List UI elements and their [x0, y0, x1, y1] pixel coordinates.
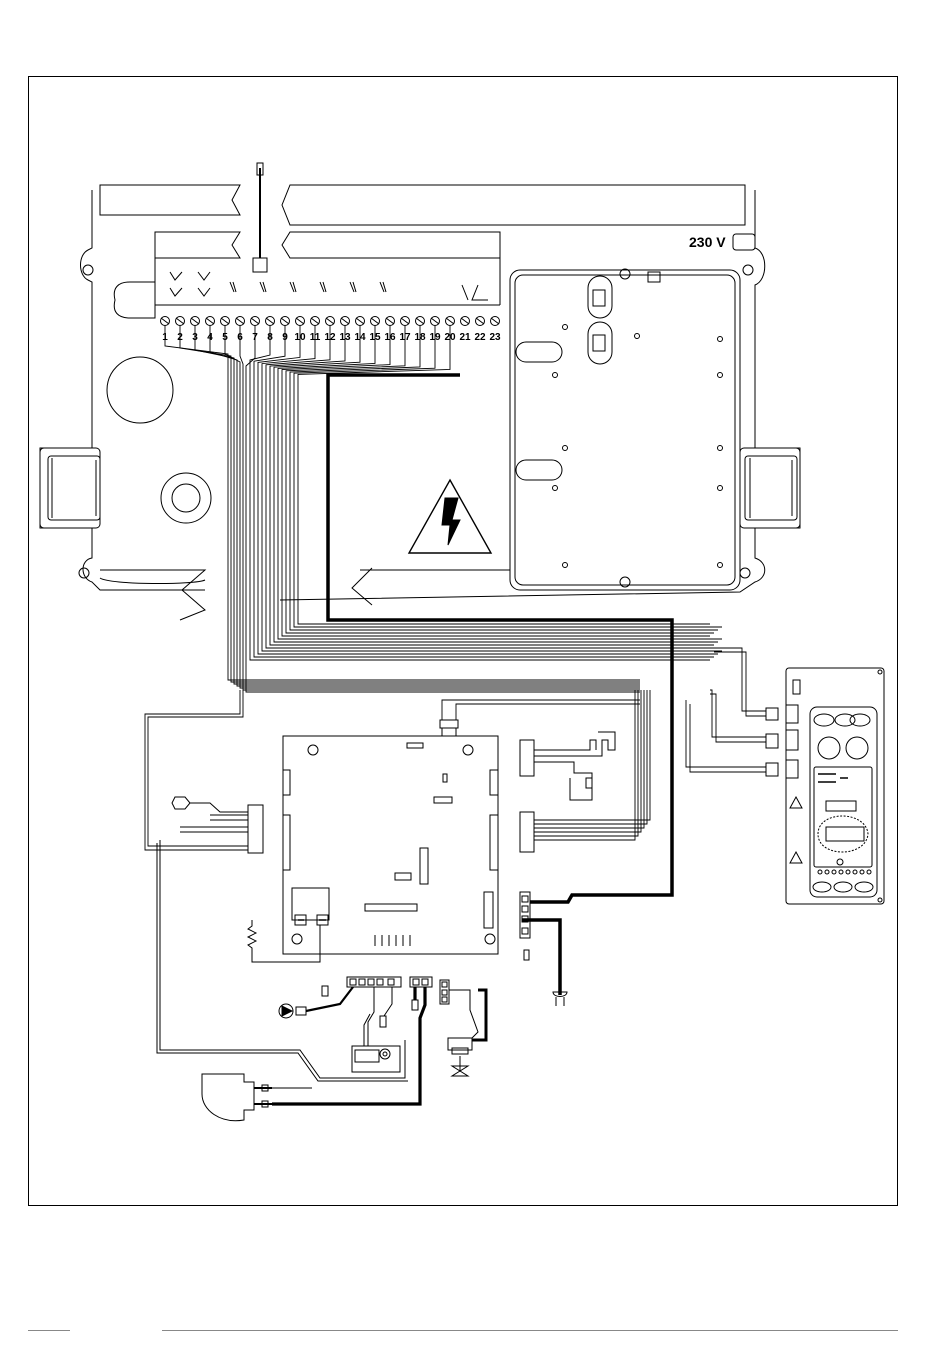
pcb-right-upper-connector — [520, 740, 534, 776]
terminal-jumper — [290, 282, 296, 292]
harness-wire — [690, 704, 766, 772]
pcb-mains-connector — [520, 892, 530, 938]
mains-cover-plate — [510, 269, 740, 590]
display-connectors — [766, 708, 778, 776]
harness-wire — [225, 326, 640, 688]
terminal-jumper — [320, 282, 326, 292]
pump-icon — [279, 986, 353, 1018]
voltage-label: 230 V — [689, 234, 726, 250]
panel-warning-icon — [790, 797, 802, 863]
harness-wire — [534, 690, 644, 828]
harness-wire — [710, 648, 766, 711]
harness-wire — [180, 326, 640, 682]
user-interface-panel — [786, 668, 884, 904]
temperature-sensor-icon — [172, 797, 248, 812]
diverter-valve-icon — [448, 990, 486, 1076]
harness-wire — [254, 326, 714, 657]
gas-valve-icon — [352, 987, 400, 1072]
terminal-jumper — [260, 282, 266, 292]
pcb-right-lower-connector — [520, 812, 534, 852]
terminal-screws — [161, 282, 500, 326]
control-box-housing — [40, 185, 800, 620]
harness-wire — [534, 690, 641, 832]
ignition-electrode-icon — [272, 987, 425, 1104]
ntc-resistor-icon — [248, 920, 320, 962]
harness-wire — [534, 690, 635, 840]
harness-wire — [710, 694, 766, 742]
terminal-label-21: 21 — [459, 332, 471, 343]
fan-motor-icon — [202, 1074, 272, 1121]
harness-wire — [250, 326, 710, 660]
harness-wire — [290, 326, 718, 630]
terminal-label-23: 23 — [489, 332, 501, 343]
terminal-block — [114, 258, 500, 318]
harness-wire — [534, 690, 638, 836]
terminal-jumper — [380, 282, 386, 292]
pcb-top-connector — [440, 720, 458, 736]
footer-rule — [28, 1330, 70, 1331]
pcb-bottom-connectors — [347, 977, 449, 1004]
mains-cable — [328, 375, 672, 902]
harness-wire — [534, 690, 647, 824]
harness-wire — [180, 815, 248, 832]
main-pcb — [283, 736, 498, 954]
pressure-switch-icon — [534, 732, 615, 800]
top-probe-wire — [253, 163, 267, 272]
harness-wire — [145, 690, 248, 850]
high-voltage-warning-icon — [409, 480, 491, 553]
harness-wire — [210, 326, 640, 686]
harness-wire — [148, 690, 248, 846]
harness-wire — [686, 700, 766, 767]
panel-indicator-dots — [818, 870, 871, 874]
harness-wire — [710, 690, 766, 737]
harness-wire — [456, 704, 640, 720]
terminal-jumper — [230, 282, 236, 292]
terminal-label-22: 22 — [474, 332, 486, 343]
terminal-jumper — [350, 282, 356, 292]
pcb-left-connector — [248, 805, 263, 853]
harness-wire — [286, 326, 714, 633]
harness-wire — [442, 700, 640, 720]
harness-wire — [246, 326, 640, 692]
harness-wire — [240, 326, 640, 690]
footer-rule — [162, 1330, 898, 1331]
harness-wire — [714, 652, 766, 716]
